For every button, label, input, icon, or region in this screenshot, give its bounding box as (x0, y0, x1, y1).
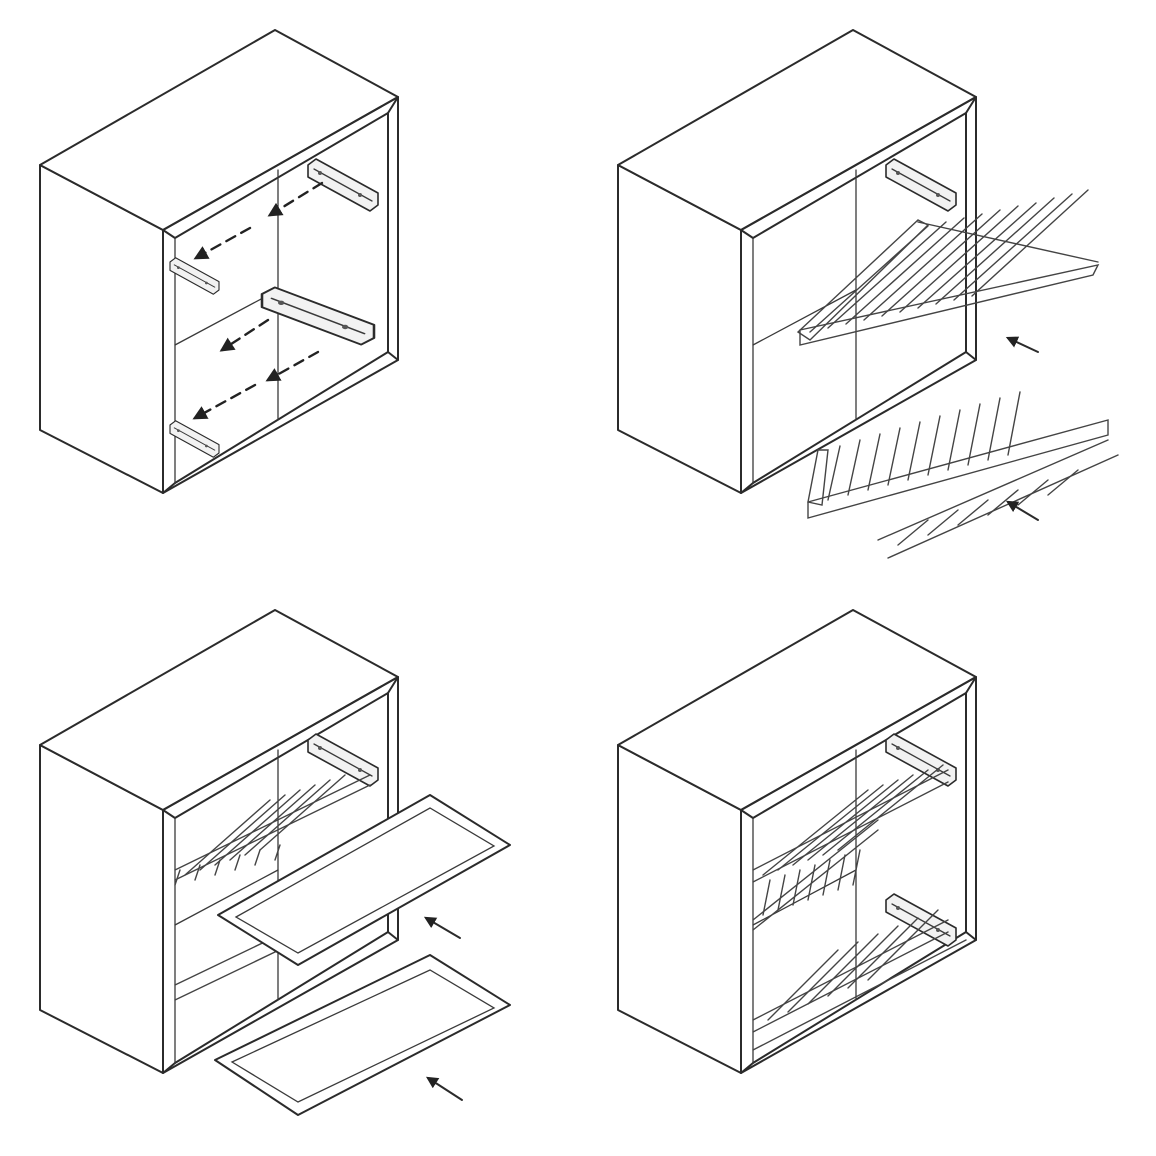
arrow-1d (265, 350, 320, 382)
panel-step-1 (39, 29, 399, 494)
panel-step-3 (39, 609, 511, 1116)
arrow-3b (425, 1076, 463, 1101)
lower-rack (807, 391, 1119, 559)
rail-top-4 (885, 733, 957, 787)
arrow-1e (192, 383, 257, 420)
arrow-2a (1005, 336, 1039, 353)
rail-bottom-4 (885, 893, 957, 947)
upper-rack (796, 189, 1100, 346)
arrow-2b (1005, 500, 1039, 521)
rail-top-left (169, 257, 220, 295)
arrow-1a (267, 181, 324, 217)
panel-step-2 (617, 29, 1119, 559)
panel-step-4 (617, 609, 977, 1074)
rail-bottom-left (169, 420, 220, 458)
arrow-1b (193, 226, 252, 260)
arrow-3a (423, 916, 461, 939)
arrow-1c (219, 318, 270, 352)
tray-upper (217, 794, 511, 966)
cabinet-step-2 (617, 29, 977, 494)
tray-lower (214, 954, 511, 1116)
rail-top-3 (307, 733, 379, 787)
rail-top-2 (885, 158, 957, 212)
cabinet-step-1 (39, 29, 399, 494)
rail-bottom-right (260, 286, 376, 346)
